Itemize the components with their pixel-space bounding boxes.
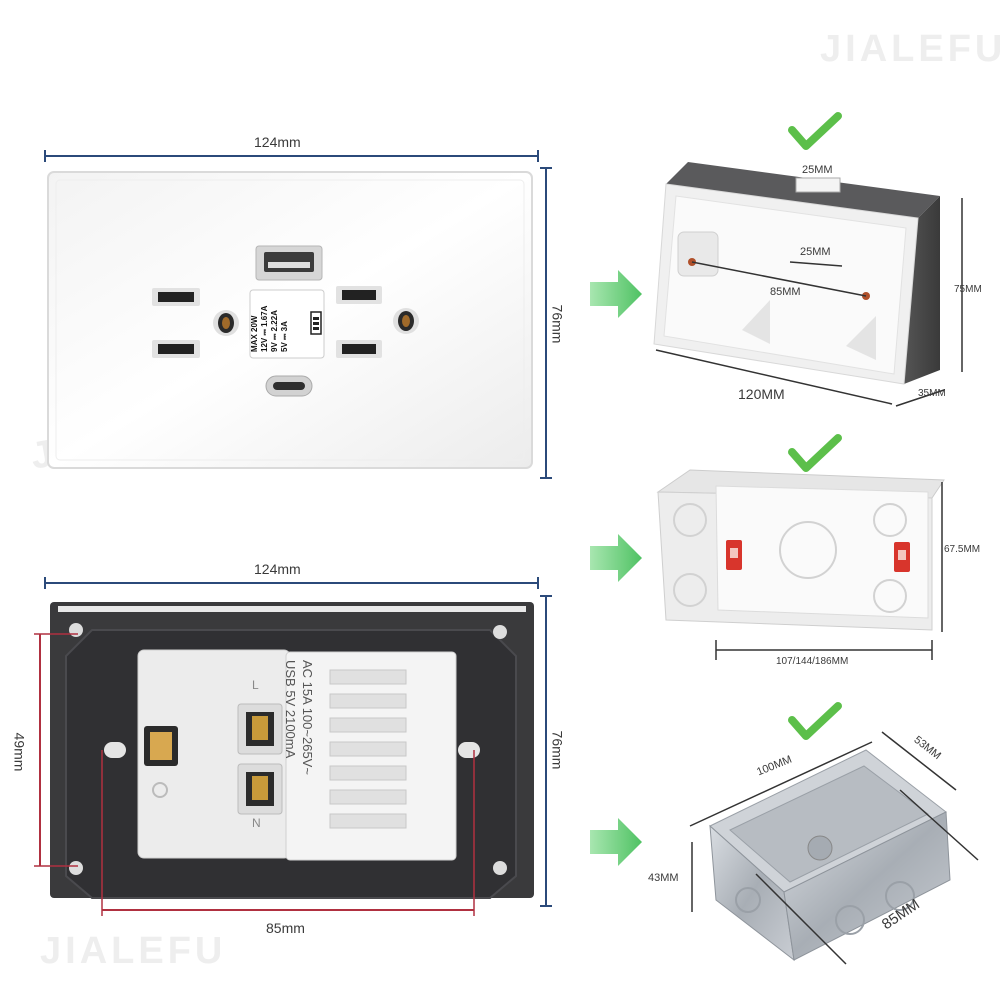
box2-height-label: 67.5MM [944,544,981,555]
arrow-right-icon [590,270,642,318]
front-height-label: 76mm [549,304,566,344]
box-metal [689,731,979,965]
check-icon [788,434,842,472]
rating-line: USB 5V 2100mA [283,660,298,759]
back-width-label: 124mm [254,561,301,577]
box1-height-label: 75MM [954,284,982,295]
box2-width-label: 107/144/186MM [776,656,849,667]
rating-label: AC 15A 100~265V~ USB 5V 2100mA [282,660,316,775]
usb-spec-line: 12V ⎓ 1.67A [260,305,269,352]
watermark-bottom-left: JIALEFU [40,930,227,972]
check-icon [788,112,842,150]
usb-spec-panel: MAX 20W 12V ⎓ 1.67A 9V ⎓ 2.22A 5V ⎓ 3A [250,284,290,352]
usb-spec-line: 5V ⎓ 3A [280,321,289,352]
back-plate [34,577,552,916]
arrow-right-icon [590,534,642,582]
box1-width-label: 120MM [738,386,785,402]
rating-line: AC 15A 100~265V~ [300,660,315,775]
box-plastic-white [656,469,945,660]
front-plate [44,150,552,479]
terminal-n-label: N [252,816,261,830]
arrow-right-icon [590,818,642,866]
box-plastic-grey [653,162,963,407]
box1-screw-label: 85MM [770,286,801,298]
box1-depth-label: 35MM [918,388,946,399]
terminal-l-label: L [252,678,259,692]
back-hole-height-label: 49mm [11,732,28,772]
back-height-label: 76mm [549,730,566,770]
box3-height-label: 43MM [648,872,679,884]
box1-top-slot-label: 25MM [802,164,833,176]
check-icon [788,702,842,740]
front-width-label: 124mm [254,134,301,150]
back-hole-width-label: 85mm [266,920,305,936]
watermark-top-right: JIALEFU [820,28,1000,70]
usb-spec-line: 9V ⎓ 2.22A [270,310,279,352]
box1-inner-slot-label: 25MM [800,246,831,258]
usb-spec-line: MAX 20W [250,315,259,352]
